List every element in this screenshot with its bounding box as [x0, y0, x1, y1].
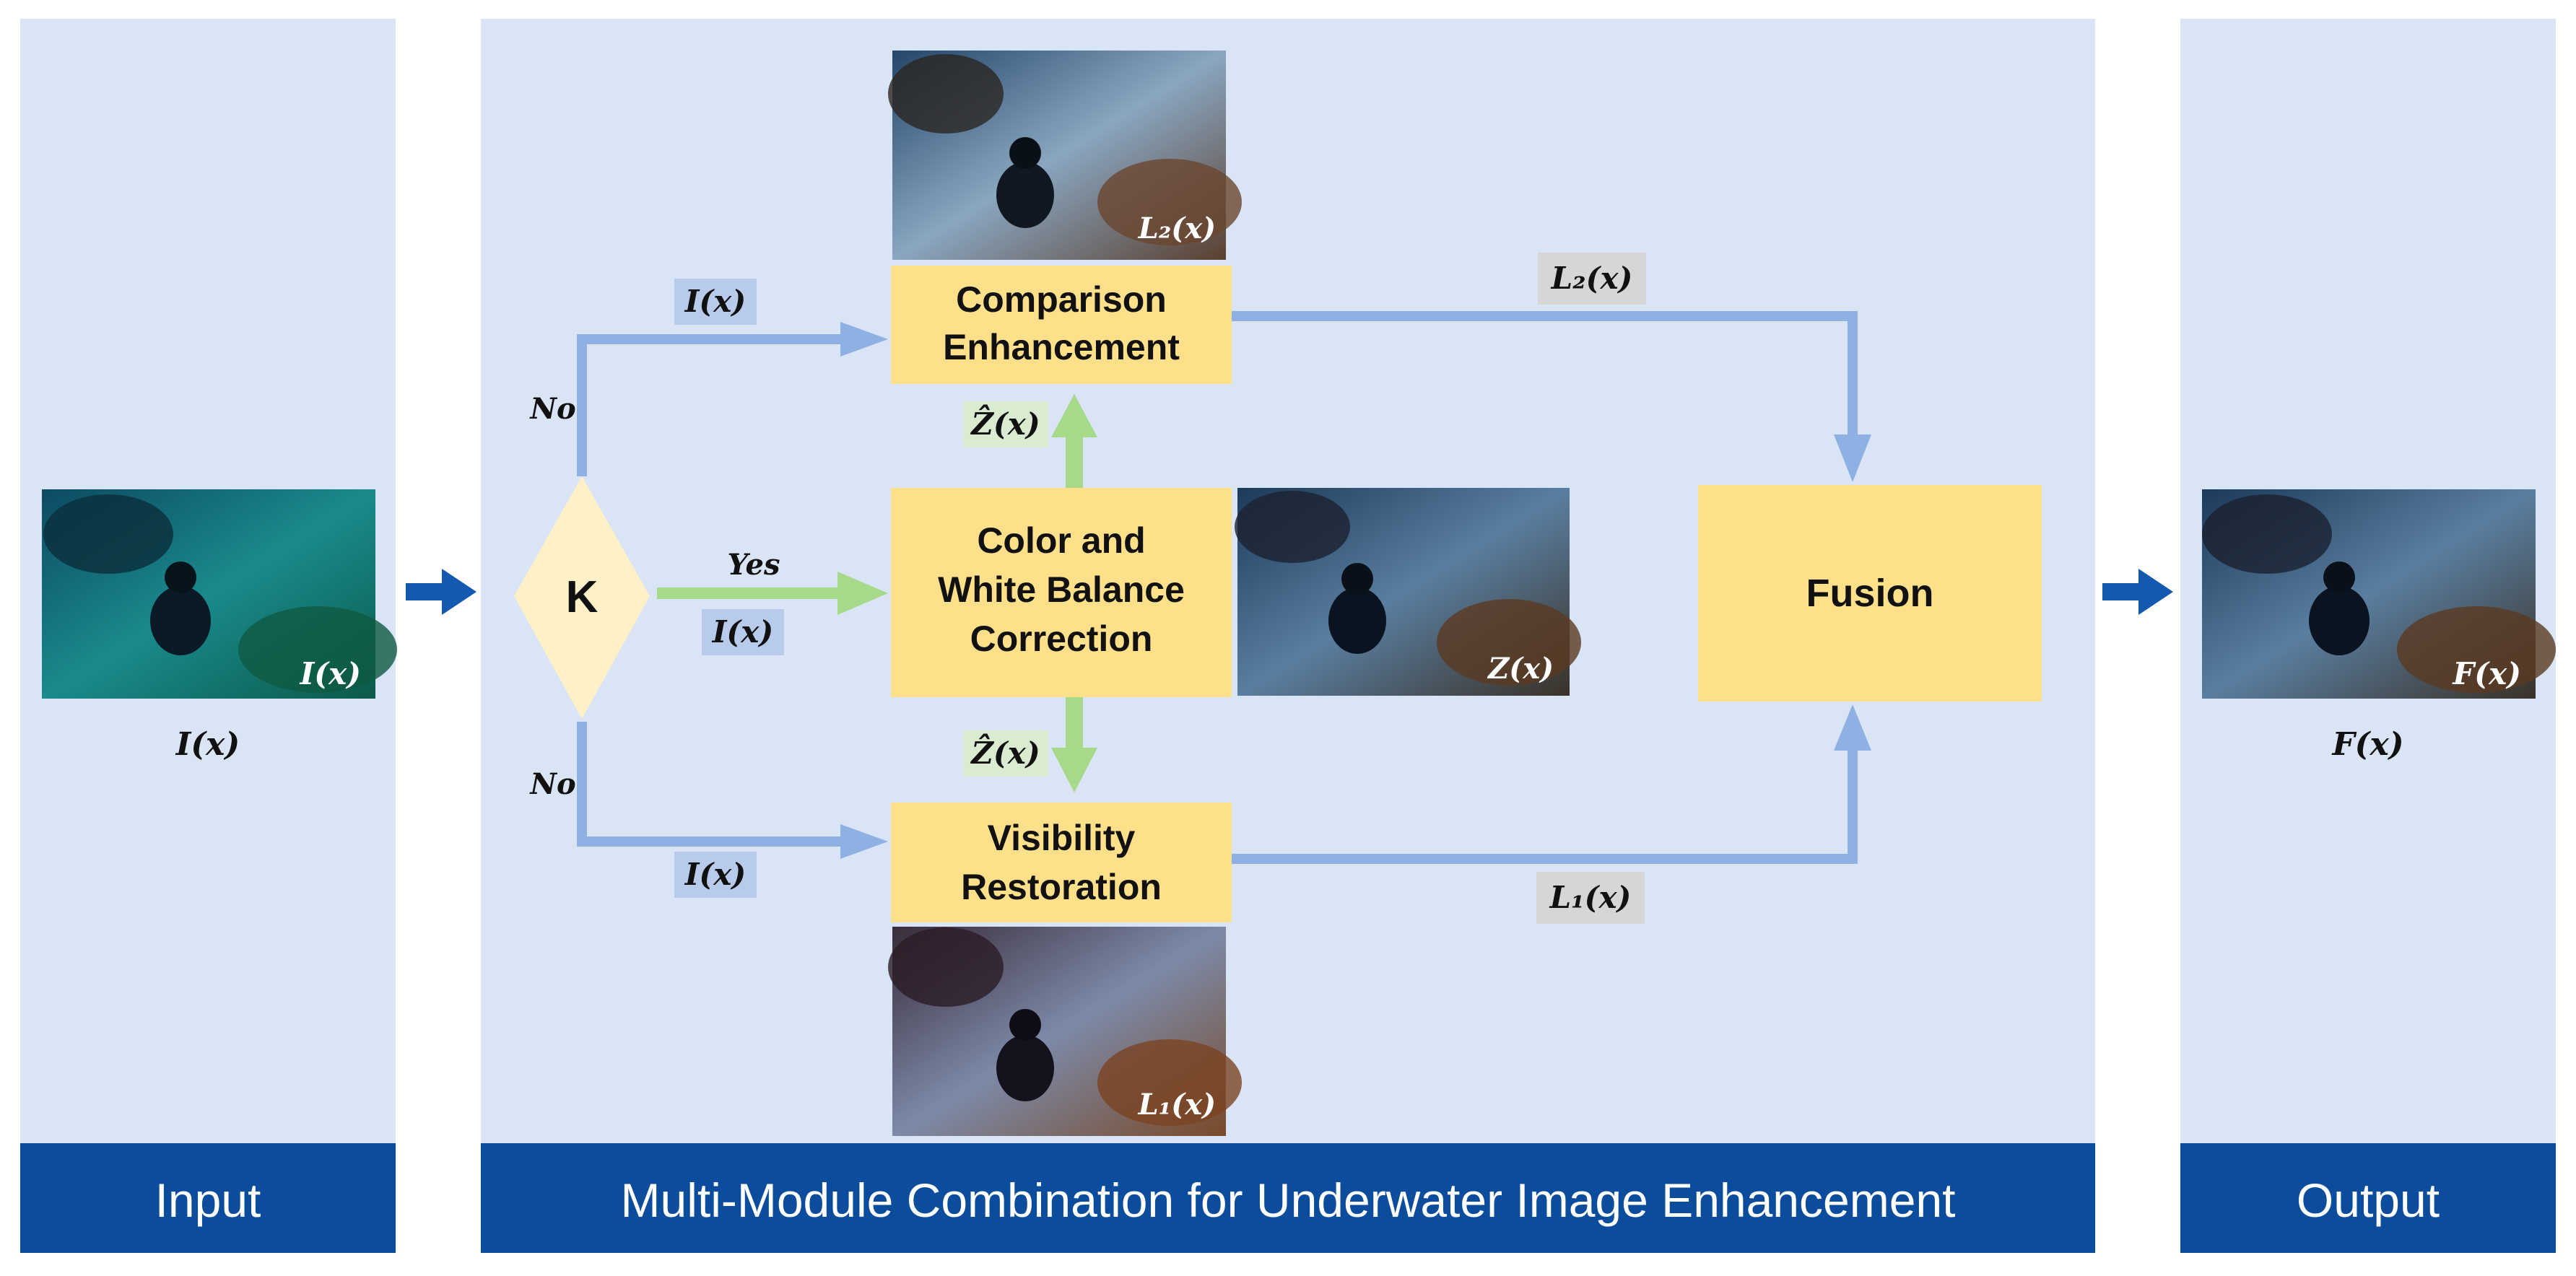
- input-title-bar: [20, 1143, 396, 1253]
- edge-color-to-visibility: [1051, 697, 1097, 792]
- l1-image-tag: L₁(x): [1138, 1088, 1216, 1122]
- arrow-main-to-output: [2102, 569, 2173, 615]
- output-image-tag: F(x): [2452, 656, 2521, 691]
- input-image: [42, 489, 397, 699]
- label-mid-I: I(x): [712, 614, 773, 650]
- label-bot-I: I(x): [684, 857, 746, 892]
- l2-image: [888, 51, 1242, 260]
- visibility-restoration-box: [891, 803, 1232, 922]
- comparison-line2: Enhancement: [943, 327, 1180, 367]
- color-white-balance-box: [891, 488, 1232, 697]
- caption-output: F(x): [2331, 726, 2403, 763]
- label-no-bottom: No: [528, 767, 575, 801]
- z-image-tag: Z(x): [1487, 652, 1554, 686]
- edge-k-to-comparison: [577, 322, 888, 476]
- visibility-line2: Restoration: [961, 867, 1162, 907]
- tag-L1: [1536, 872, 1645, 924]
- edge-comparison-to-fusion: [1232, 311, 1871, 482]
- main-title-bar: [481, 1143, 2095, 1253]
- tag-top-I: [674, 279, 757, 325]
- tag-zhat-bot: [963, 730, 1048, 777]
- label-zhat-bot: Ẑ(x): [970, 733, 1040, 771]
- tag-bot-I: [674, 852, 757, 898]
- label-no-top: No: [528, 392, 575, 426]
- fusion-box: [1698, 485, 2042, 702]
- label-yes: Yes: [727, 548, 780, 582]
- comparison-line1: Comparison: [956, 279, 1167, 320]
- arrow-input-to-main: [406, 569, 477, 615]
- tag-L2: [1538, 253, 1646, 305]
- label-L2: L₂(x): [1551, 261, 1633, 296]
- comparison-enhancement-box: [891, 266, 1232, 384]
- label-zhat-top: Ẑ(x): [970, 403, 1040, 442]
- label-top-I: I(x): [684, 284, 746, 319]
- tag-zhat-top: [963, 401, 1048, 447]
- input-title: Input: [155, 1174, 261, 1227]
- l2-image-tag: L₂(x): [1138, 211, 1216, 245]
- z-image: [1235, 488, 1581, 696]
- output-title-bar: [2180, 1143, 2556, 1253]
- input-image-tag: I(x): [300, 656, 361, 691]
- fusion-label: Fusion: [1806, 572, 1934, 615]
- edge-k-to-color: [657, 572, 888, 615]
- output-title: Output: [2297, 1174, 2440, 1227]
- edge-color-to-comparison: [1051, 394, 1097, 488]
- l1-image: [888, 927, 1242, 1136]
- decision-k: [514, 476, 650, 719]
- edge-visibility-to-fusion: [1232, 704, 1871, 864]
- label-L1: L₁(x): [1549, 880, 1632, 915]
- caption-input: I(x): [175, 726, 240, 763]
- color-line2: White Balance: [938, 569, 1185, 610]
- tag-mid-I: [702, 609, 784, 655]
- color-line1: Color and: [977, 520, 1145, 561]
- output-image: [2202, 489, 2556, 699]
- color-line3: Correction: [970, 619, 1153, 659]
- edge-k-to-visibility: [577, 722, 888, 859]
- decision-k-label: K: [566, 572, 599, 622]
- visibility-line1: Visibility: [988, 818, 1136, 858]
- main-title: Multi-Module Combination for Underwater …: [621, 1174, 1956, 1227]
